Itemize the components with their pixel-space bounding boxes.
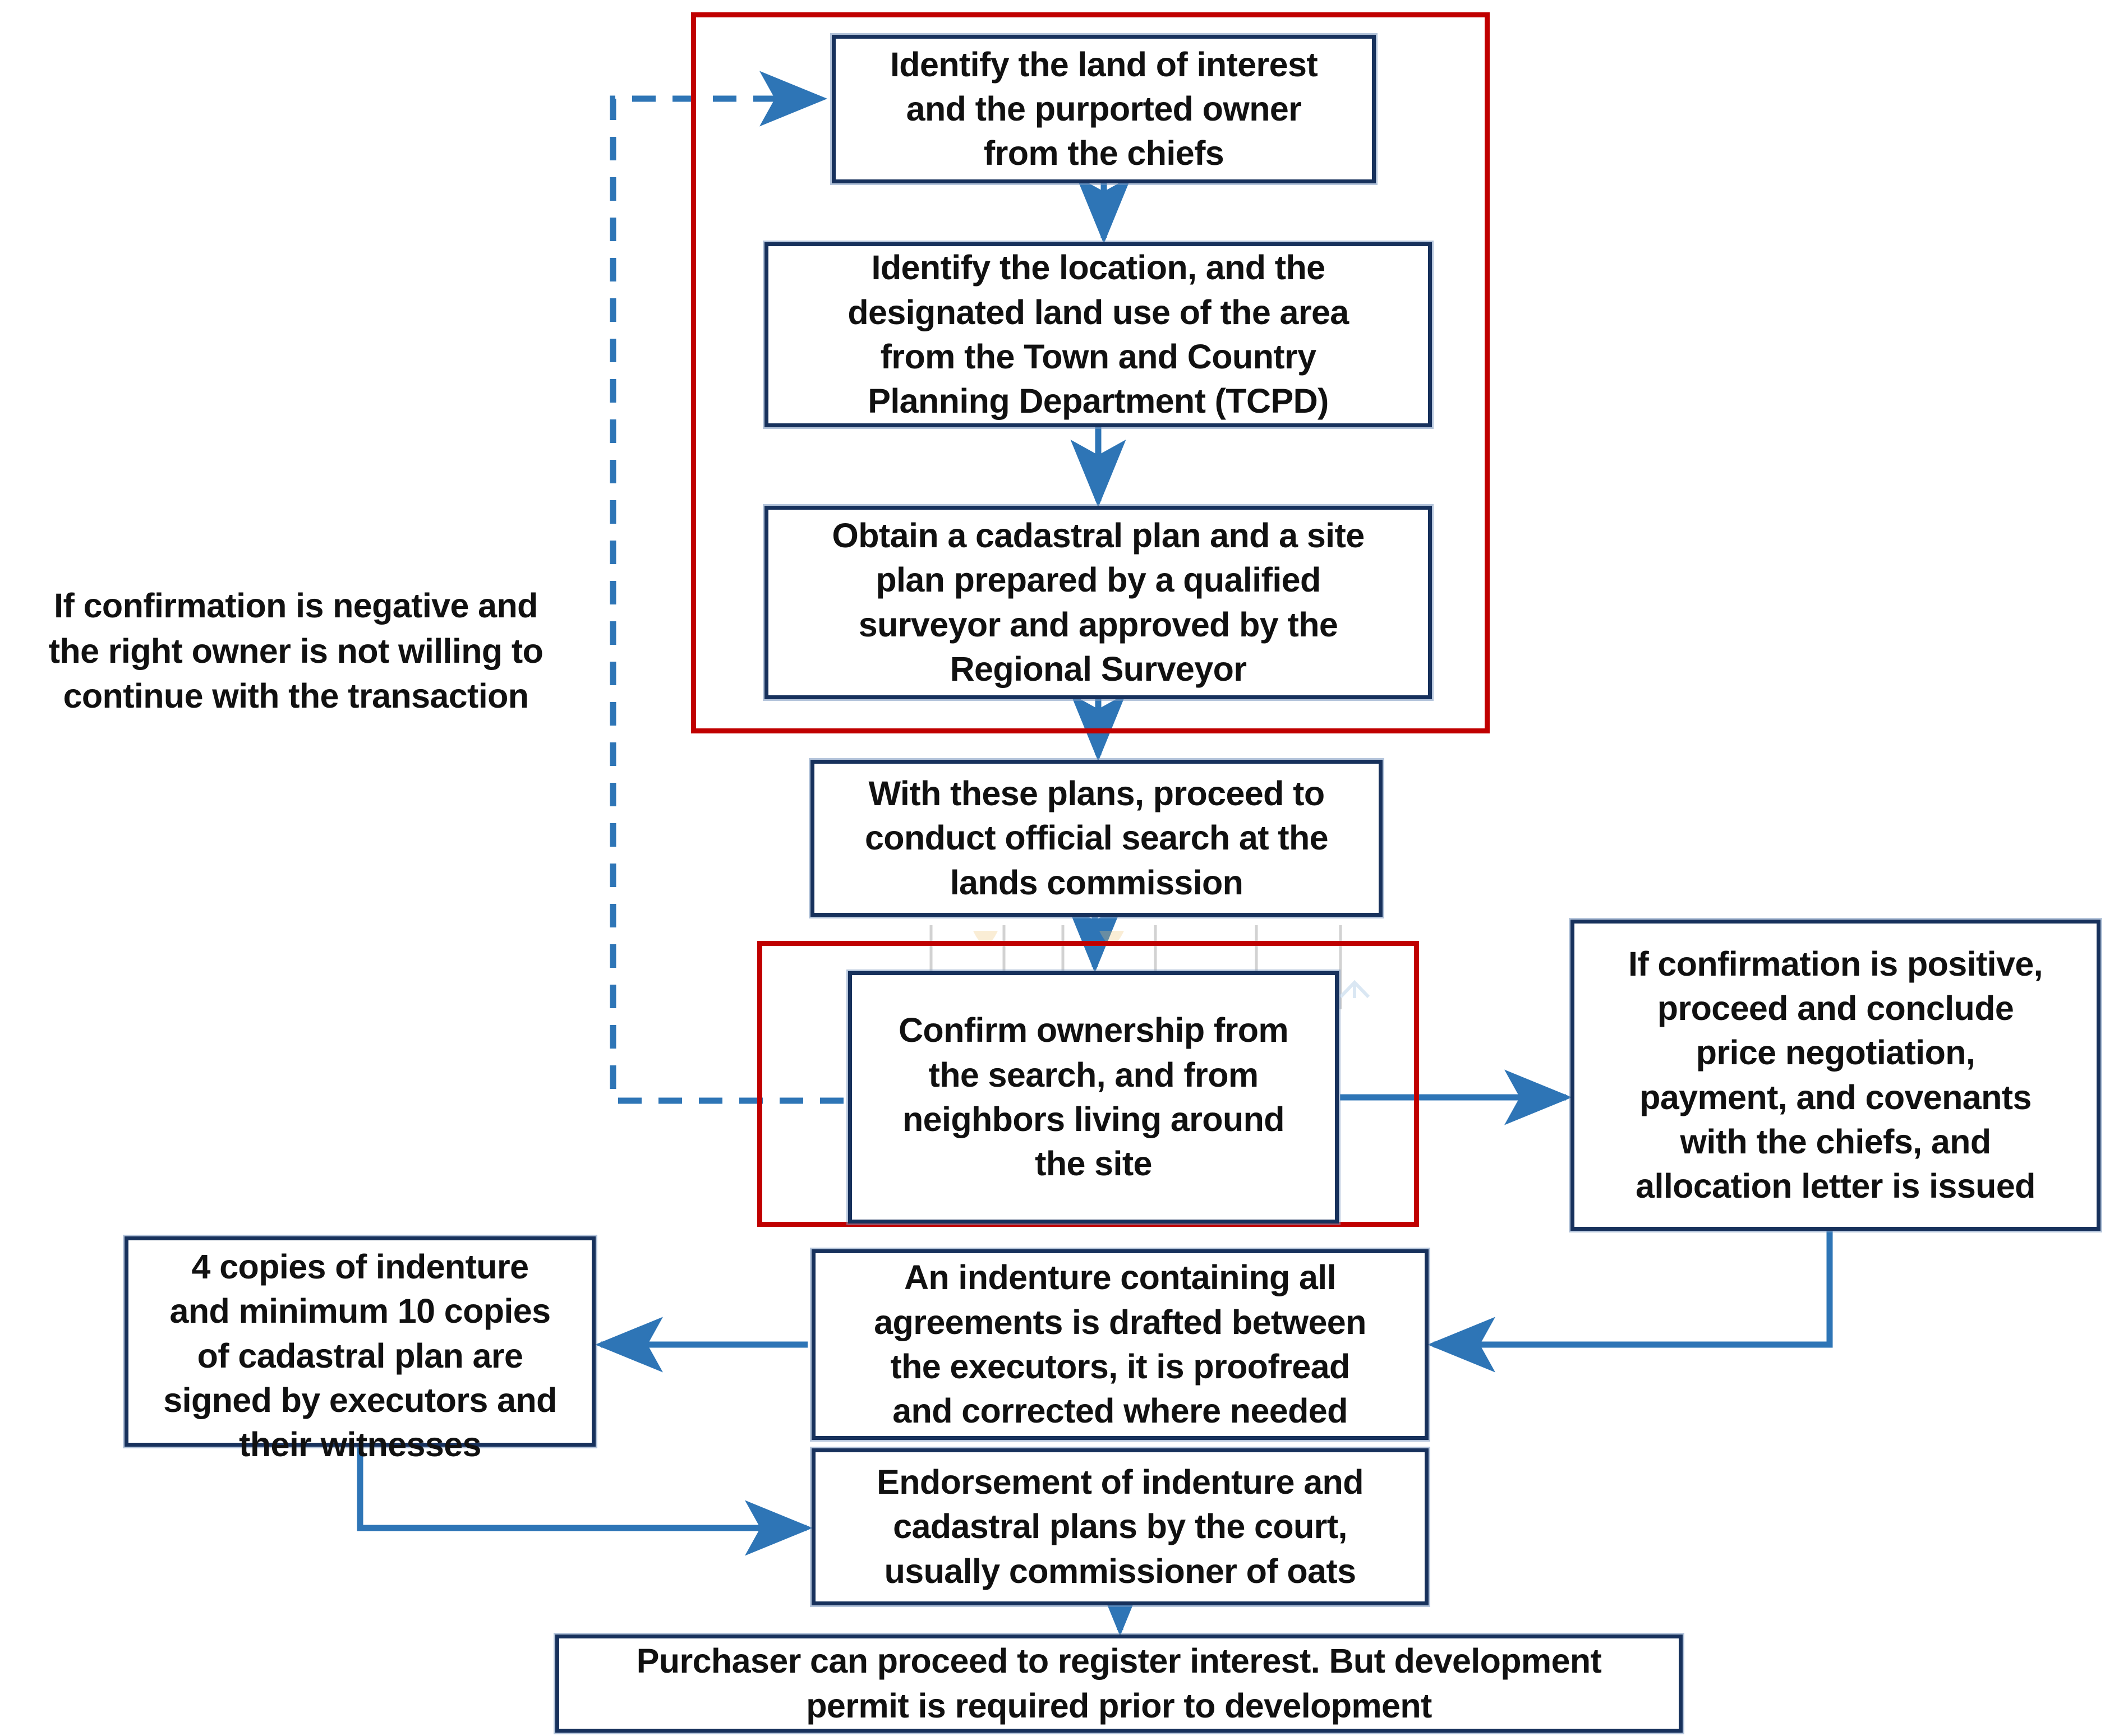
register-interest-text: Purchaser can proceed to register intere… <box>636 1642 1602 1725</box>
identify-location-text: Identify the location, and the designate… <box>847 248 1349 421</box>
indenture-drafted-box[interactable]: An indenture containing all agreements i… <box>812 1249 1429 1440</box>
connector-positive-to-indenture <box>1427 1231 1833 1373</box>
confirm-ownership-text: Confirm ownership from the search, and f… <box>898 1011 1289 1183</box>
cadastral-plan-text: Obtain a cadastral plan and a site plan … <box>832 516 1365 688</box>
confirmation-positive-box[interactable]: If confirmation is positive, proceed and… <box>1570 920 2101 1231</box>
register-interest-box[interactable]: Purchaser can proceed to register intere… <box>555 1635 1683 1733</box>
confirmation-positive-text: If confirmation is positive, proceed and… <box>1628 944 2043 1206</box>
endorsement-box[interactable]: Endorsement of indenture and cadastral p… <box>812 1448 1429 1605</box>
confirm-ownership-box[interactable]: Confirm ownership from the search, and f… <box>848 971 1339 1223</box>
official-search-text: With these plans, proceed to conduct off… <box>864 774 1329 902</box>
identify-location-box[interactable]: Identify the location, and the designate… <box>764 242 1432 427</box>
official-search-box[interactable]: With these plans, proceed to conduct off… <box>810 760 1383 917</box>
copies-signed-text: 4 copies of indenture and minimum 10 cop… <box>163 1248 557 1464</box>
cadastral-plan-box[interactable]: Obtain a cadastral plan and a site plan … <box>764 506 1432 699</box>
identify-land-box[interactable]: Identify the land of interest and the pu… <box>832 35 1376 183</box>
copies-signed-box[interactable]: 4 copies of indenture and minimum 10 cop… <box>125 1236 596 1463</box>
identify-land-text: Identify the land of interest and the pu… <box>890 45 1318 173</box>
negative-confirmation-note: If confirmation is negative and the righ… <box>48 587 543 715</box>
endorsement-text: Endorsement of indenture and cadastral p… <box>877 1463 1364 1590</box>
indenture-drafted-text: An indenture containing all agreements i… <box>874 1258 1366 1430</box>
